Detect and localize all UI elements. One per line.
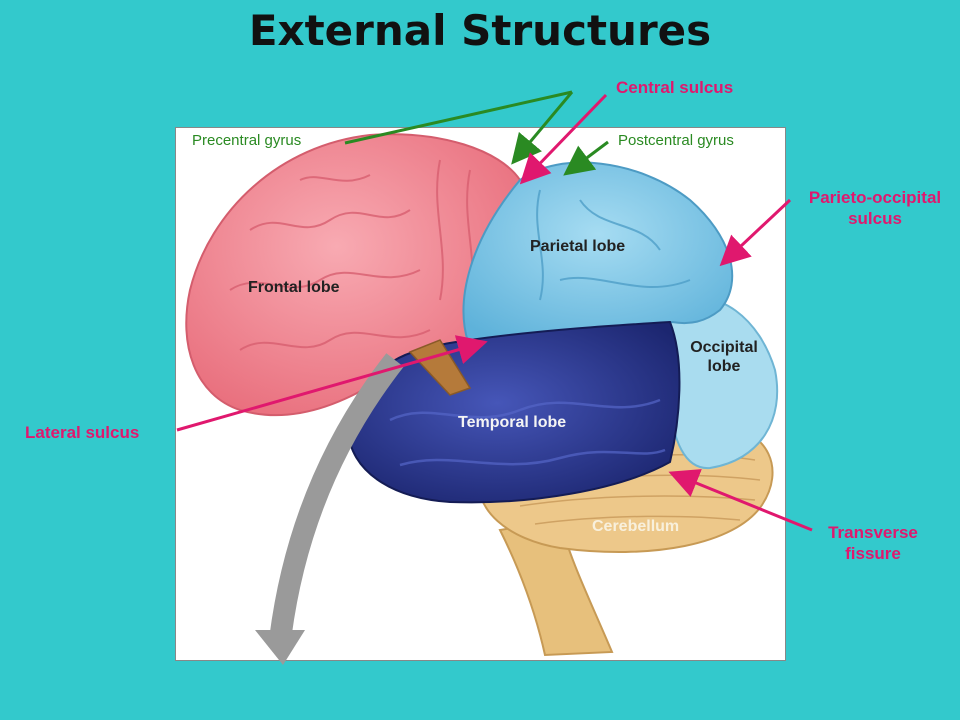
page-title: External Structures (248, 6, 712, 55)
temporal-gyri (389, 398, 666, 467)
lateral-sulcus-label: Lateral sulcus (25, 423, 140, 442)
occipital-line1: Occipital (690, 339, 758, 356)
frontal-gyri (229, 159, 474, 351)
parietal-lobe-shape (462, 161, 734, 344)
central-sulcus-label: Central sulcus (616, 78, 734, 97)
parietal-lobe-label: Parietal lobe (530, 238, 626, 255)
transverse-line2: fissure (845, 544, 901, 563)
parieto-occipital-line1: Parieto-occipital (808, 188, 942, 207)
transverse-fissure-label: Transverse fissure (808, 522, 938, 564)
pink-pointers (176, 93, 813, 532)
postcentral-gyrus-label: Postcentral gyrus (618, 132, 734, 149)
parieto-occipital-sulcus-label: Parieto-occipital sulcus (790, 187, 960, 229)
occipital-lobe-label: Occipital lobe (678, 338, 770, 376)
parietal-gyri (536, 189, 691, 301)
transverse-line1: Transverse (828, 523, 918, 542)
insula-wedge (408, 339, 472, 396)
cerebellum-label: Cerebellum (592, 518, 680, 535)
precentral-gyrus-label: Precentral gyrus (192, 132, 302, 149)
temporal-lobe-label: Temporal lobe (458, 414, 567, 431)
parieto-occipital-line2: sulcus (848, 209, 902, 228)
green-pointers (344, 90, 609, 176)
occipital-line2: lobe (707, 358, 741, 375)
rotation-arrow (269, 353, 404, 642)
brainstem (498, 518, 614, 657)
frontal-lobe-label: Frontal lobe (248, 279, 340, 296)
occipital-lobe-shape (669, 295, 779, 470)
